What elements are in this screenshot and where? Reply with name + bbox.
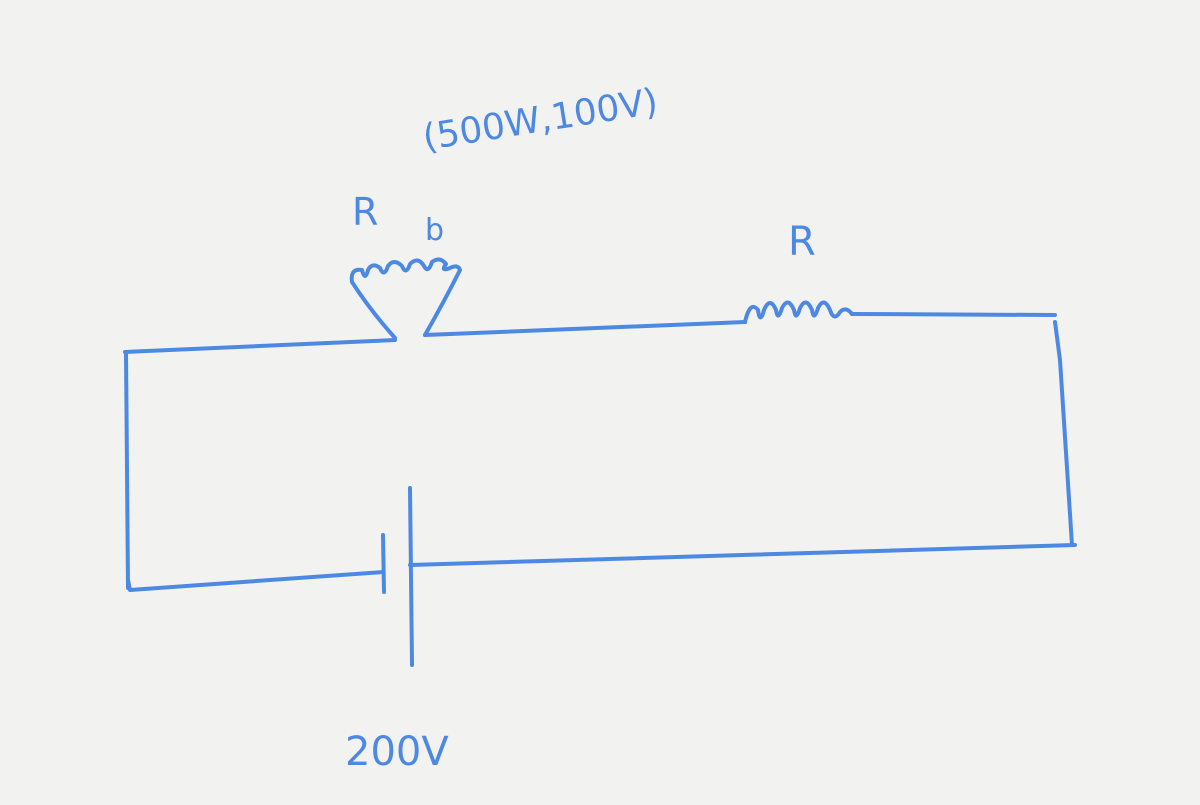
bulb-subscript: b (425, 213, 444, 248)
wire-left (124, 350, 130, 590)
resistor-label: R (788, 219, 816, 265)
battery-label: 200V (345, 729, 449, 775)
bulb-label: R (352, 190, 378, 234)
wire-top-right (850, 312, 1057, 317)
wire-right (1053, 320, 1074, 547)
wire-bottom-right (408, 543, 1077, 567)
bulb-icon (349, 257, 462, 340)
resistor-icon (743, 300, 854, 324)
battery-long-plate (408, 486, 414, 667)
battery-short-plate (381, 533, 386, 594)
bulb-rating: (500W,100V) (420, 81, 661, 159)
wire-top-middle (423, 320, 747, 337)
wire-bottom-left (126, 570, 385, 592)
wire-top-left (123, 338, 397, 354)
